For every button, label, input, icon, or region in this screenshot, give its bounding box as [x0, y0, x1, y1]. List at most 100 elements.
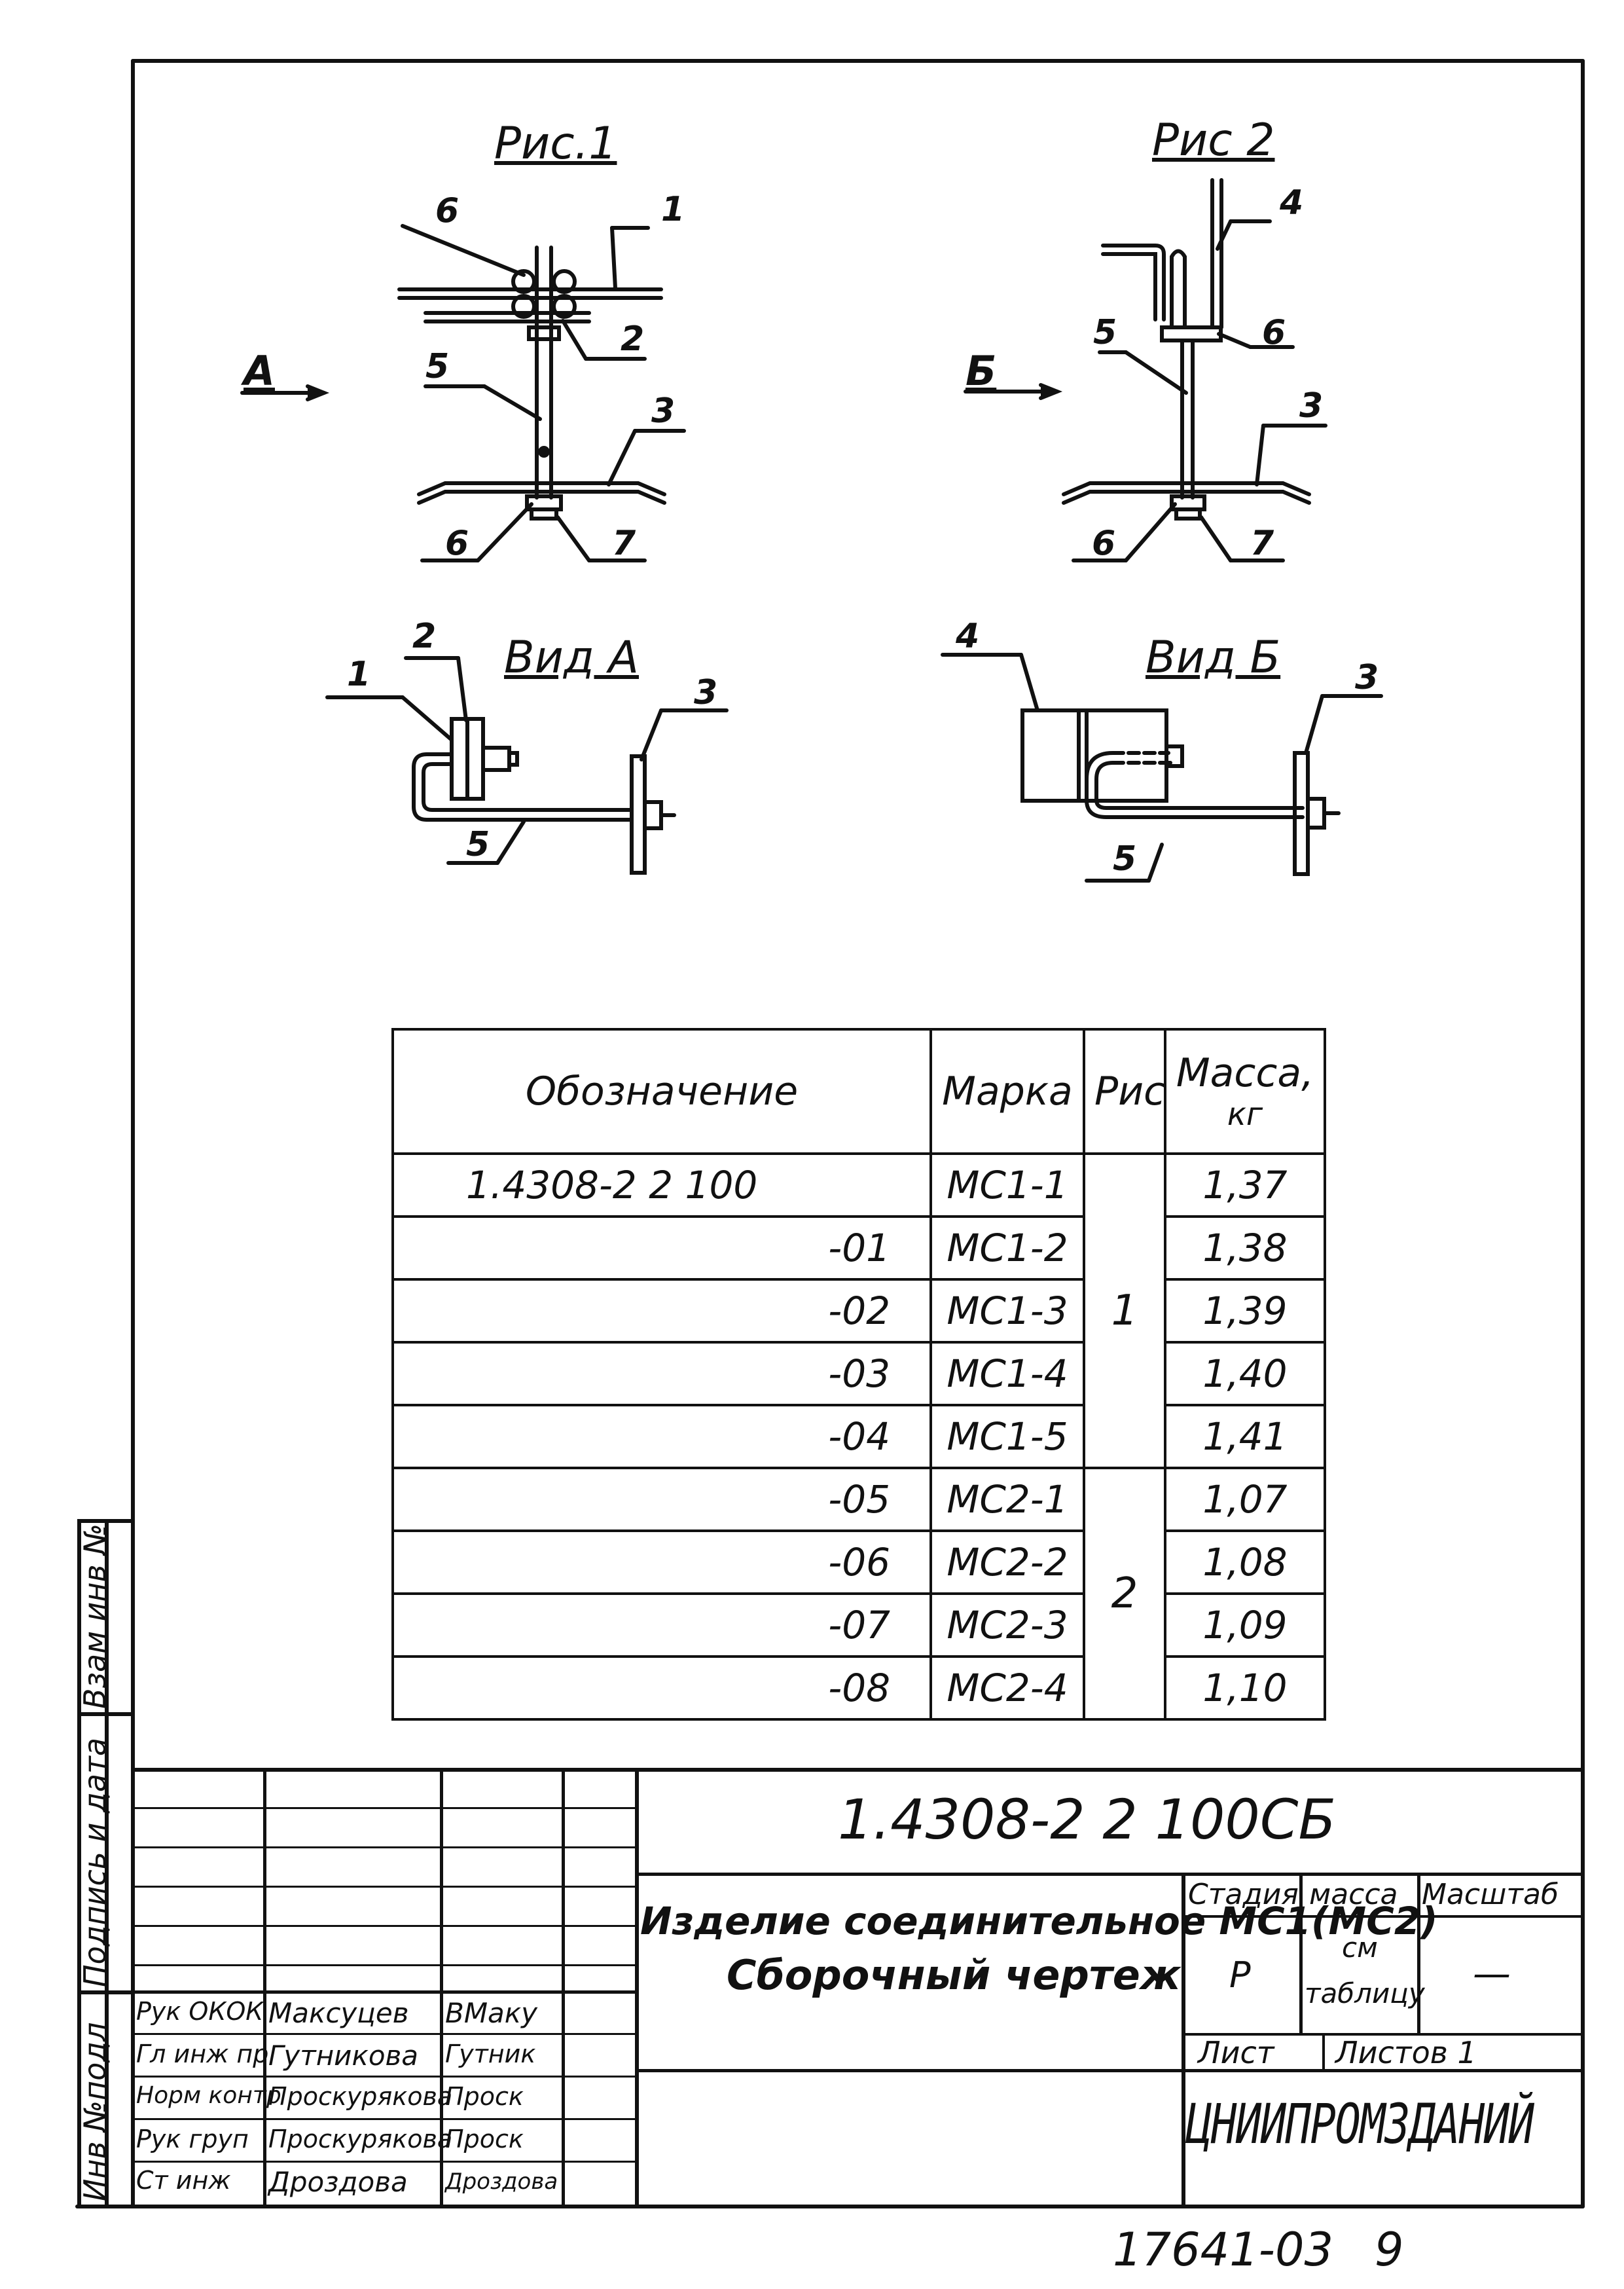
- signer-name: Проскурякова: [268, 2082, 453, 2111]
- side-stamp-inv-orig: Инв №подл: [77, 2022, 113, 2201]
- side-stamp-sign-date: Подпись и дата: [77, 1737, 113, 1987]
- stage-value: Р: [1229, 1954, 1251, 1996]
- stage-label: Стадия: [1188, 1878, 1299, 1911]
- fig2-callout: 6: [1092, 524, 1116, 563]
- fig1-callout: 3: [651, 392, 676, 431]
- table-row: -06 МС2-2 1,08: [391, 1529, 1326, 1595]
- archive-number: 17641-03: [1113, 2223, 1334, 2277]
- cell-mass: 1,07: [1164, 1467, 1326, 1532]
- cell-designation: -02: [391, 1278, 932, 1344]
- table-header-row: Обозначение Марка Рис Масса, кг: [391, 1028, 1326, 1155]
- signer-name: Гутникова: [268, 2040, 419, 2072]
- signer-signature: Дроздова: [445, 2169, 558, 2195]
- header-mark: Марка: [929, 1028, 1085, 1155]
- view-a-title: Вид А: [504, 632, 639, 684]
- fig1-callout: 5: [425, 347, 450, 386]
- cell-designation: -04: [391, 1404, 932, 1469]
- cell-mark: МС1-5: [929, 1404, 1085, 1469]
- cell-mass: 1,40: [1164, 1341, 1326, 1406]
- fig1-callout: 7: [612, 524, 636, 563]
- sheet-label: Лист: [1198, 2035, 1274, 2070]
- header-designation: Обозначение: [391, 1028, 932, 1155]
- view-b-callout: 5: [1113, 839, 1137, 879]
- header-mass: Масса, кг: [1164, 1028, 1326, 1155]
- fig1-callout: 2: [621, 320, 645, 359]
- mass-label: масса: [1309, 1878, 1398, 1911]
- cell-mass: 1,38: [1164, 1215, 1326, 1281]
- view-b-title: Вид Б: [1146, 632, 1281, 684]
- table-row: -04 МС1-5 1,41: [391, 1404, 1326, 1469]
- header-mass-label: Масса,: [1176, 1050, 1314, 1096]
- cell-mass: 1,09: [1164, 1592, 1326, 1658]
- cell-mark: МС1-4: [929, 1341, 1085, 1406]
- table-row: -01 МС1-2 1,38: [391, 1215, 1326, 1281]
- sheets-label: Листов 1: [1335, 2035, 1477, 2070]
- signer-name: Проскурякова: [268, 2125, 453, 2153]
- view-a-callout: 2: [412, 617, 437, 656]
- cell-designation: -08: [391, 1655, 932, 1721]
- cell-mark: МС2-4: [929, 1655, 1085, 1721]
- figure-2-drawing: [964, 178, 1327, 562]
- signer-role: Норм контр: [136, 2082, 281, 2109]
- view-a-callout: 5: [466, 825, 490, 864]
- signer-signature: Проск: [445, 2125, 524, 2153]
- signer-role: Гл инж пр: [136, 2040, 269, 2068]
- cell-mark: МС1-2: [929, 1215, 1085, 1281]
- fig1-callout: 1: [661, 190, 685, 229]
- cell-designation: 1.4308-2 2 100: [391, 1152, 932, 1218]
- fig1-callout: 6: [445, 524, 469, 563]
- table-row: -02 МС1-3 1,39: [391, 1278, 1326, 1344]
- cell-mass: 1,41: [1164, 1404, 1326, 1469]
- header-fig: Рис: [1083, 1028, 1166, 1155]
- cell-designation: -03: [391, 1341, 932, 1406]
- signer-signature: Гутник: [445, 2040, 536, 2068]
- view-b-callout: 4: [956, 617, 980, 656]
- cell-fig-group: 1: [1083, 1152, 1166, 1469]
- organization-name: ЦНИИПРОМЗДАНИЙ: [1186, 2092, 1534, 2156]
- view-b-drawing: [941, 653, 1383, 883]
- fig2-callout: 7: [1250, 524, 1274, 563]
- drawing-type: Сборочный чертеж: [727, 1951, 1181, 1999]
- cell-mark: МС1-3: [929, 1278, 1085, 1344]
- signer-name: Дроздова: [268, 2166, 408, 2198]
- table-row: -08 МС2-4 1,10: [391, 1655, 1326, 1721]
- cell-mass: 1,08: [1164, 1529, 1326, 1595]
- view-a-drawing: [325, 656, 729, 875]
- header-mass-unit: кг: [1227, 1096, 1263, 1133]
- fig2-callout: 3: [1299, 386, 1324, 426]
- cell-mark: МС1-1: [929, 1152, 1085, 1218]
- signer-role: Рук ОКОК: [136, 1997, 264, 2026]
- page-number: 9: [1375, 2223, 1404, 2277]
- mass-value-line2: таблицу: [1305, 1977, 1425, 2009]
- table-row: -07 МС2-3 1,09: [391, 1592, 1326, 1658]
- cell-mass: 1,37: [1164, 1152, 1326, 1218]
- document-code: 1.4308-2 2 100СБ: [838, 1787, 1337, 1852]
- product-name: Изделие соединительное МС1(МС2): [640, 1899, 1438, 1943]
- view-a-callout: 1: [347, 655, 371, 694]
- cell-designation: -01: [391, 1215, 932, 1281]
- signer-signature: ВМаку: [445, 1997, 538, 2029]
- figure-1-title: Рис.1: [494, 118, 617, 170]
- scale-value: —: [1473, 1951, 1511, 1996]
- view-a-callout: 3: [694, 673, 718, 712]
- cell-designation: -05: [391, 1467, 932, 1532]
- cell-mark: МС2-1: [929, 1467, 1085, 1532]
- arrow-b-label: Б: [965, 347, 997, 395]
- arrow-a-label: А: [244, 347, 275, 395]
- table-row: -05 МС2-1 2 1,07: [391, 1467, 1326, 1721]
- table-row: 1.4308-2 2 100 МС1-1 1 1,37: [391, 1152, 1326, 1469]
- specification-table: Обозначение Марка Рис Масса, кг 1.4308-2…: [391, 1028, 1326, 1721]
- mass-value-line1: см: [1342, 1932, 1378, 1964]
- signer-role: Рук груп: [136, 2125, 249, 2153]
- signer-role: Ст инж: [136, 2166, 231, 2195]
- fig1-callout: 6: [435, 191, 460, 230]
- cell-mass: 1,39: [1164, 1278, 1326, 1344]
- cell-fig-group: 2: [1083, 1467, 1166, 1721]
- signer-name: Максуцев: [268, 1997, 409, 2029]
- cell-mark: МС2-2: [929, 1529, 1085, 1595]
- figure-2-title: Рис 2: [1152, 115, 1275, 166]
- side-stamp-inv-repl: Взам инв №: [77, 1523, 113, 1709]
- view-b-callout: 3: [1355, 658, 1379, 697]
- signer-signature: Проск: [445, 2082, 524, 2111]
